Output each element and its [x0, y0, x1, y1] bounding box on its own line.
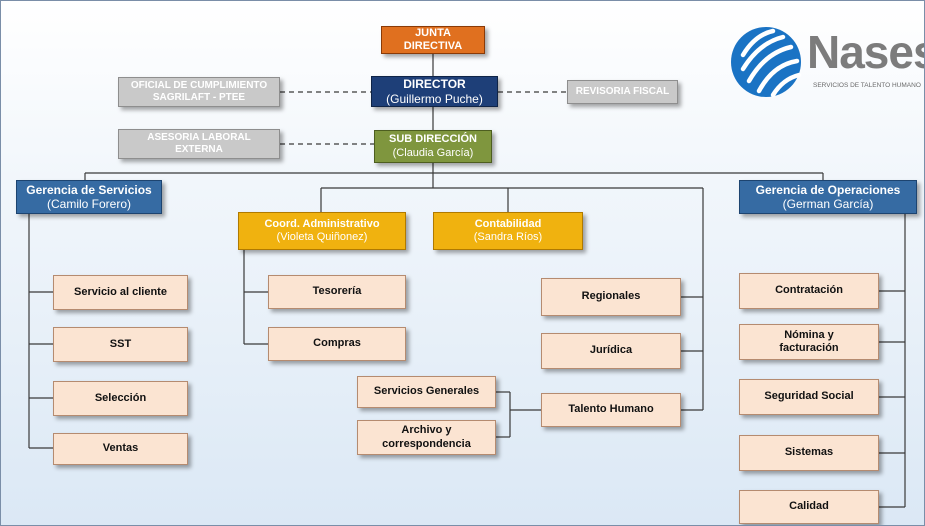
- node-title: Gerencia de Operaciones: [755, 182, 901, 197]
- unit-servicios-generales: Servicios Generales: [357, 376, 496, 408]
- unit-label: Sistemas: [784, 446, 834, 459]
- node-title-line2: EXTERNA: [175, 144, 223, 155]
- unit-servicio-al-cliente: Servicio al cliente: [53, 275, 188, 310]
- node-title-line2: DIRECTIVA: [403, 40, 463, 52]
- node-person: (Sandra Ríos): [473, 231, 543, 243]
- contabilidad-box: Contabilidad (Sandra Ríos): [433, 212, 583, 250]
- unit-label: Calidad: [789, 500, 829, 513]
- unit-sst: SST: [53, 327, 188, 362]
- node-title: Contabilidad: [474, 217, 542, 230]
- sub-direccion-box: SUB DIRECCIÓN (Claudia García): [374, 130, 492, 163]
- node-person: (German García): [782, 197, 874, 211]
- unit-compras: Compras: [268, 327, 406, 361]
- node-person: (Violeta Quiñonez): [276, 231, 368, 243]
- unit-label: Jurídica: [589, 344, 633, 357]
- unit-ventas: Ventas: [53, 433, 188, 465]
- logo-tagline: SERVICIOS DE TALENTO HUMANO: [813, 82, 921, 89]
- node-title: SUB DIRECCIÓN: [388, 133, 477, 146]
- unit-label: Talento Humano: [568, 403, 654, 416]
- unit-sistemas: Sistemas: [739, 435, 879, 471]
- unit-archivo-correspondencia: Archivo y correspondencia: [357, 420, 496, 455]
- node-title: REVISORIA FISCAL: [575, 86, 670, 97]
- nases-logo: Nases SERVICIOS DE TALENTO HUMANO: [729, 23, 924, 101]
- unit-talento-humano: Talento Humano: [541, 393, 681, 427]
- unit-label: SST: [109, 337, 132, 350]
- logo-wordmark: Nases: [807, 26, 925, 78]
- gerencia-operaciones-box: Gerencia de Operaciones (German García): [739, 180, 917, 214]
- junta-directiva-box: JUNTA DIRECTIVA: [381, 26, 485, 54]
- unit-label: Archivo y correspondencia: [382, 424, 471, 450]
- gerencia-servicios-box: Gerencia de Servicios (Camilo Forero): [16, 180, 162, 214]
- unit-label: Ventas: [102, 442, 139, 455]
- coord-administrativo-box: Coord. Administrativo (Violeta Quiñonez): [238, 212, 406, 250]
- node-title: Coord. Administrativo: [264, 217, 380, 230]
- unit-label: Selección: [94, 391, 147, 404]
- unit-seleccion: Selección: [53, 381, 188, 416]
- unit-label: Compras: [313, 337, 361, 350]
- unit-tesoreria: Tesorería: [268, 275, 406, 309]
- unit-regionales: Regionales: [541, 278, 681, 316]
- unit-label: Contratación: [775, 284, 843, 297]
- node-person: (Camilo Forero): [46, 197, 131, 211]
- unit-label: Servicios Generales: [373, 385, 480, 398]
- node-person: (Guillermo Puche): [386, 91, 483, 106]
- asesoria-laboral-box: ASESORIA LABORAL EXTERNA: [118, 129, 280, 159]
- unit-nomina-facturacion: Nómina y facturación: [739, 324, 879, 360]
- node-title: Gerencia de Servicios: [26, 182, 152, 197]
- unit-label: Nómina y facturación: [779, 328, 839, 354]
- director-box: DIRECTOR (Guillermo Puche): [371, 76, 498, 107]
- unit-calidad: Calidad: [739, 490, 879, 524]
- unit-label: Regionales: [581, 290, 641, 303]
- node-title: JUNTA: [415, 26, 451, 39]
- nases-logo-icon: [731, 27, 802, 98]
- unit-label: Seguridad Social: [764, 390, 854, 403]
- node-title: OFICIAL DE CUMPLIMIENTO: [130, 80, 268, 91]
- node-title-line2: SAGRILAFT - PTEE: [152, 92, 246, 103]
- unit-juridica: Jurídica: [541, 333, 681, 369]
- node-title: DIRECTOR: [403, 77, 466, 92]
- oficial-cumplimiento-box: OFICIAL DE CUMPLIMIENTO SAGRILAFT - PTEE: [118, 77, 280, 107]
- revisoria-fiscal-box: REVISORIA FISCAL: [567, 80, 678, 104]
- node-person: (Claudia García): [392, 146, 474, 159]
- unit-seguridad-social: Seguridad Social: [739, 379, 879, 415]
- node-title: ASESORIA LABORAL: [147, 132, 251, 143]
- unit-contratacion: Contratación: [739, 273, 879, 309]
- unit-label: Tesorería: [312, 285, 362, 298]
- unit-label: Servicio al cliente: [74, 285, 167, 298]
